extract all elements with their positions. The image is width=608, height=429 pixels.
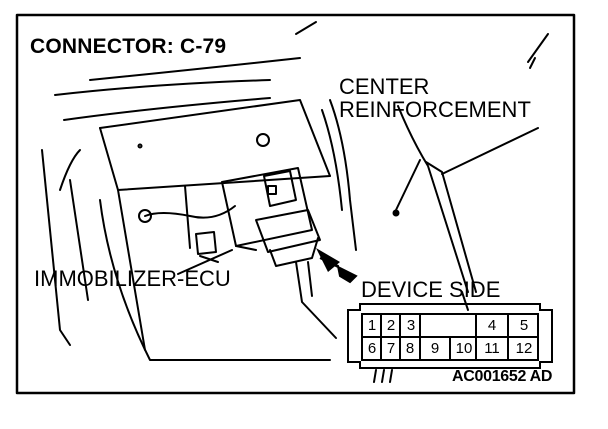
leader-dot: [392, 209, 400, 217]
pin-number: 10: [455, 340, 473, 357]
bolt-hole: [256, 133, 270, 147]
pin-number: 11: [484, 340, 500, 357]
wire-run: [321, 109, 343, 211]
bracket-outline: [99, 127, 331, 191]
arrow-head-icon: [316, 248, 340, 272]
sketch-line: [527, 33, 549, 63]
bracket-outline: [99, 99, 331, 177]
pin-number: 5: [519, 317, 529, 334]
label-immobilizer-ecu: IMMOBILIZER-ECU: [34, 266, 231, 291]
ecu-connector: [269, 237, 319, 267]
ecu-harness: [295, 261, 337, 339]
ecu-box: [221, 167, 313, 247]
pin-number: 4: [487, 317, 497, 334]
pin-number: 7: [386, 340, 396, 357]
figure-code: AC001652 AD: [452, 368, 553, 385]
panel-line: [117, 189, 146, 351]
dash-outline: [63, 97, 271, 121]
tick-mark: [381, 369, 385, 383]
ecu-connector: [255, 209, 321, 253]
ecu-screw: [267, 185, 277, 195]
dash-outline: [89, 57, 301, 81]
wire: [184, 185, 191, 249]
reinforcement: [441, 127, 539, 175]
tick-mark: [373, 369, 377, 383]
wire-run: [329, 99, 357, 251]
connector-pinout: [347, 303, 553, 369]
tick-mark: [389, 369, 393, 383]
bolt-hole: [137, 143, 143, 149]
ecu-label-plate: [263, 170, 297, 207]
pin-number: 12: [515, 340, 533, 357]
ecu-harness: [307, 261, 313, 297]
sketch-line: [529, 57, 536, 69]
leader-line: [177, 249, 233, 275]
pin-number: 3: [406, 317, 416, 334]
connector-shell: [347, 303, 553, 369]
frame-border: [15, 13, 576, 395]
connector-title: CONNECTOR: C-79: [30, 35, 227, 58]
dash-outline: [54, 79, 271, 96]
panel-line: [41, 149, 71, 346]
reinforcement: [425, 161, 477, 293]
wire: [199, 255, 219, 263]
label-reinforcement: REINFORCEMENT: [339, 97, 531, 122]
reinforcement: [397, 105, 469, 293]
wire-harness: [144, 205, 236, 219]
clip-body: [195, 231, 217, 255]
pin-number: 8: [405, 340, 415, 357]
panel-line: [59, 149, 81, 191]
pin-number: 1: [367, 317, 377, 334]
leader-line: [395, 159, 421, 211]
pin-number: 2: [386, 317, 396, 334]
pin-number: 6: [367, 340, 377, 357]
label-center: CENTER: [339, 74, 430, 99]
panel-line: [69, 179, 89, 301]
clip: [138, 209, 152, 223]
pin-number: 9: [430, 340, 440, 357]
reinforcement: [461, 291, 469, 311]
label-device-side: DEVICE SIDE: [361, 277, 501, 302]
ecu-box: [235, 245, 257, 251]
sketch-line: [295, 21, 317, 35]
